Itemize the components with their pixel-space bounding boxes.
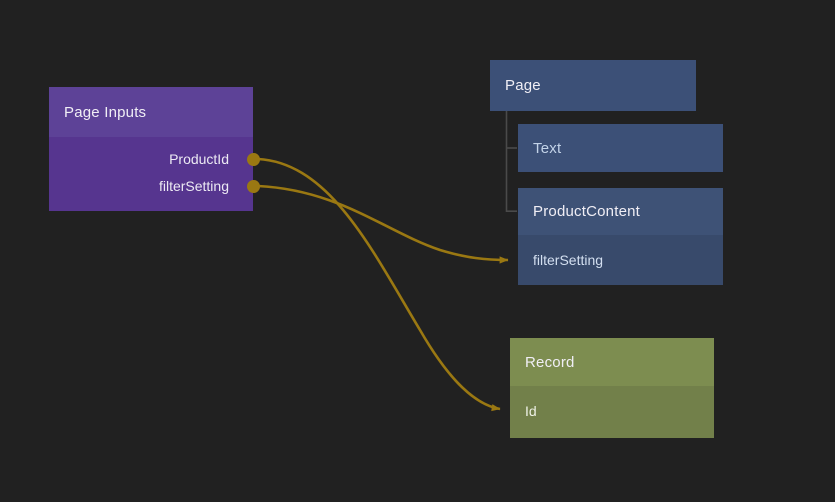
port-row-productid[interactable]: ProductId — [169, 149, 241, 169]
node-record-body: Id — [510, 386, 714, 438]
node-record[interactable]: Record Id — [510, 338, 714, 438]
node-page-inputs-header[interactable]: Page Inputs — [49, 87, 253, 137]
field-product-content-filtersetting[interactable]: filterSetting — [533, 252, 604, 268]
node-product-content-body: filterSetting — [518, 235, 723, 285]
node-text-title: Text — [533, 139, 562, 157]
node-page-inputs-title: Page Inputs — [64, 103, 147, 121]
node-record-title: Record — [525, 353, 575, 371]
node-page-inputs[interactable]: Page Inputs ProductId filterSetting — [49, 87, 260, 211]
node-page-inputs-body: ProductId filterSetting — [49, 137, 253, 211]
node-page-title: Page — [505, 77, 541, 94]
edge-productid-to-record-id[interactable] — [257, 157, 501, 412]
port-dot-filtersetting[interactable] — [246, 179, 260, 193]
node-text[interactable]: Text — [518, 124, 723, 172]
port-row-filtersetting[interactable]: filterSetting — [159, 176, 241, 196]
node-page[interactable]: Page — [490, 60, 696, 111]
field-record-id[interactable]: Id — [525, 403, 537, 419]
node-text-header[interactable]: Text — [518, 124, 723, 172]
port-dot-productid[interactable] — [246, 152, 260, 166]
node-product-content-title: ProductContent — [533, 203, 641, 220]
node-page-header[interactable]: Page — [490, 60, 696, 111]
node-record-header[interactable]: Record — [510, 338, 714, 386]
port-label-productid: ProductId — [169, 151, 229, 167]
node-product-content-header[interactable]: ProductContent — [518, 188, 723, 235]
edge-filtersetting-to-productcontent-filtersetting[interactable] — [257, 184, 509, 264]
node-product-content[interactable]: ProductContent filterSetting — [518, 188, 723, 285]
port-label-filtersetting: filterSetting — [158, 178, 229, 194]
